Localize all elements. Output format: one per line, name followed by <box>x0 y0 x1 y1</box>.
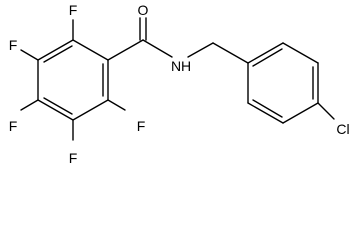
ring-bond <box>282 102 319 124</box>
n-ch2-bond <box>187 42 214 58</box>
ring-bond <box>282 42 319 64</box>
ring-bond <box>252 48 283 67</box>
fluorine-atom-label-upper-left: F <box>9 37 18 53</box>
cf-bond <box>107 99 126 111</box>
ring-bond <box>72 39 109 61</box>
ring-bond <box>43 97 73 115</box>
bonds <box>20 17 335 141</box>
nitrogen-atom-label: N <box>171 58 181 74</box>
hydrogen-atom-label: H <box>181 58 191 74</box>
ch2-ring-bond <box>212 42 249 64</box>
oxygen-atom-label: O <box>138 2 149 18</box>
fluorine-atom-label-right: F <box>137 118 146 134</box>
ring-bond <box>252 99 283 118</box>
amide-bond <box>142 39 173 58</box>
fluorine-atom-label-bottom: F <box>69 150 78 166</box>
ring-bond <box>72 99 109 121</box>
fluorine-atom-label-top: F <box>69 2 78 18</box>
ring-carbonyl-bond <box>107 39 144 61</box>
c-cl-bond <box>317 102 335 120</box>
fluorine-atom-label-lower-left: F <box>9 118 18 134</box>
cf-bond <box>20 99 39 111</box>
ring-bond <box>247 102 284 124</box>
molecule-drawing: O N H Cl F F F F F <box>9 2 350 166</box>
chlorine-atom-label: Cl <box>336 121 349 137</box>
atom-labels: O N H Cl F F F F F <box>9 2 350 166</box>
cf-bond <box>20 49 39 61</box>
ring-bond <box>43 45 73 63</box>
ring-bond <box>37 39 74 61</box>
structure-svg: O N H Cl F F F F F <box>9 2 350 166</box>
ring-bond <box>37 99 74 121</box>
ring-bond <box>247 42 284 64</box>
